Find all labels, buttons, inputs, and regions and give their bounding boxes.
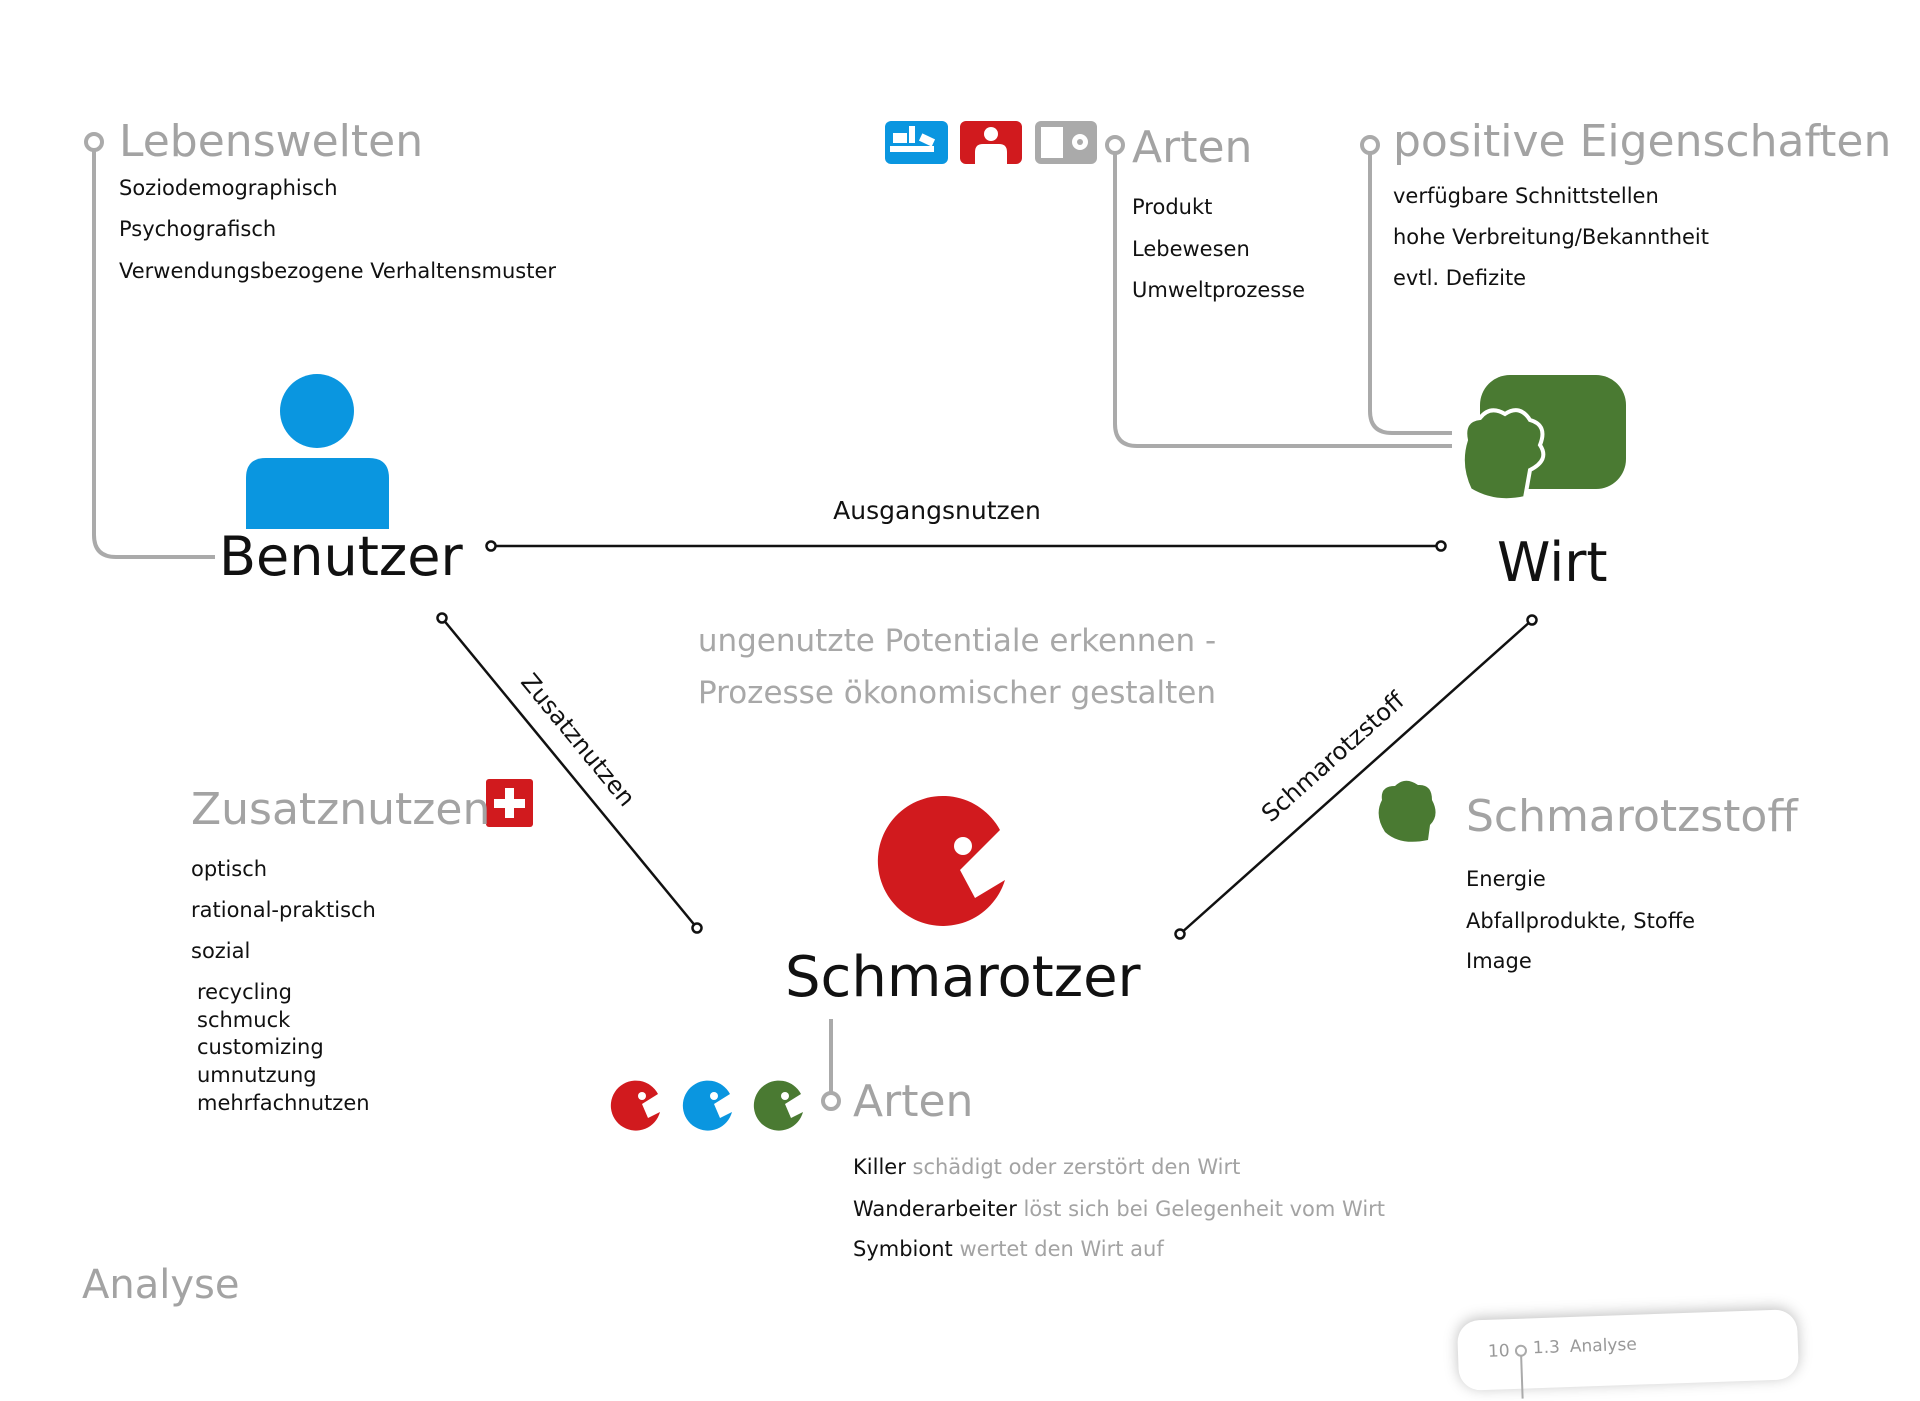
list-item: optisch bbox=[191, 857, 268, 881]
host-icon bbox=[1460, 375, 1626, 503]
list-item: schmuck bbox=[197, 1008, 291, 1032]
list-item: Umweltprozesse bbox=[1132, 278, 1306, 302]
parasite-killer-icon bbox=[610, 1080, 660, 1131]
list-item: recycling bbox=[197, 980, 292, 1004]
schmarotzstoff-line bbox=[1179, 619, 1533, 935]
list-item: rational-praktisch bbox=[191, 898, 376, 922]
schmarotzer-arten-heading: Arten bbox=[853, 1076, 974, 1127]
lebenswelten-heading: Lebenswelten bbox=[119, 116, 424, 167]
parasite-wanderarbeiter-icon bbox=[682, 1080, 732, 1131]
center-text-line1: ungenutzte Potentiale erkennen - bbox=[697, 623, 1217, 659]
lifeform-type-icon bbox=[960, 121, 1022, 164]
section-label: Analyse bbox=[82, 1262, 240, 1308]
list-item: Wanderarbeiter löst sich bei Gelegenheit… bbox=[853, 1196, 1385, 1222]
list-item: Verwendungsbezogene Verhaltensmuster bbox=[119, 259, 557, 283]
zusatznutzen-line bbox=[441, 617, 698, 929]
ausgangsnutzen-label: Ausgangsnutzen bbox=[833, 496, 1041, 525]
list-item: umnutzung bbox=[197, 1063, 317, 1087]
list-item: mehrfachnutzen bbox=[197, 1091, 370, 1115]
list-item: verfügbare Schnittstellen bbox=[1393, 184, 1659, 208]
positive-bullet bbox=[1360, 135, 1380, 155]
schmarotzer-arten-bullet bbox=[821, 1091, 841, 1111]
schmarotzer-label: Schmarotzer bbox=[785, 945, 1141, 1010]
wirt-arten-heading: Arten bbox=[1132, 122, 1253, 173]
list-item: Energie bbox=[1466, 867, 1546, 891]
connector-lines bbox=[84, 121, 1626, 1131]
type-desc: schädigt oder zerstört den Wirt bbox=[912, 1155, 1241, 1179]
list-item: Killer schädigt oder zerstört den Wirt bbox=[853, 1154, 1240, 1180]
wirt-arten-connector bbox=[1113, 153, 1452, 448]
list-item: Produkt bbox=[1132, 195, 1213, 219]
page-tab[interactable]: 10 1.3 Analyse bbox=[1456, 1309, 1800, 1399]
cross-icon bbox=[486, 779, 533, 827]
type-desc: löst sich bei Gelegenheit vom Wirt bbox=[1023, 1197, 1386, 1221]
list-item: hohe Verbreitung/Bekanntheit bbox=[1393, 225, 1710, 249]
positive-connector bbox=[1368, 153, 1452, 435]
center-text-line2: Prozesse ökonomischer gestalten bbox=[697, 675, 1217, 711]
list-item: Image bbox=[1466, 949, 1532, 973]
list-item: Soziodemographisch bbox=[119, 176, 338, 200]
wirt-label: Wirt bbox=[1497, 531, 1608, 594]
chapter-number: 1.3 bbox=[1532, 1337, 1561, 1359]
zusatznutzen-heading: Zusatznutzen bbox=[191, 784, 491, 835]
page-number: 10 bbox=[1487, 1341, 1510, 1362]
positive-heading: positive Eigenschaften bbox=[1393, 116, 1892, 167]
type-name: Wanderarbeiter bbox=[853, 1197, 1017, 1221]
list-item: customizing bbox=[197, 1035, 324, 1059]
lebenswelten-connector bbox=[92, 150, 215, 559]
list-item: Psychografisch bbox=[119, 217, 277, 241]
list-item: Abfallprodukte, Stoffe bbox=[1466, 909, 1696, 933]
list-item: evtl. Defizite bbox=[1393, 266, 1527, 290]
wirt-arten-bullet bbox=[1105, 135, 1125, 155]
lebenswelten-bullet bbox=[84, 132, 104, 152]
user-icon bbox=[246, 374, 389, 529]
type-name: Symbiont bbox=[853, 1237, 953, 1261]
schmarotzstoff-icon bbox=[1378, 780, 1436, 842]
parasite-symbiont-icon bbox=[753, 1080, 803, 1131]
type-name: Killer bbox=[853, 1155, 906, 1179]
environment-process-type-icon bbox=[1035, 121, 1097, 164]
list-item: Lebewesen bbox=[1132, 237, 1250, 261]
chapter-title: Analyse bbox=[1569, 1334, 1638, 1358]
list-item: sozial bbox=[191, 939, 251, 963]
product-type-icon bbox=[885, 121, 948, 164]
type-desc: wertet den Wirt auf bbox=[959, 1237, 1164, 1261]
benutzer-label: Benutzer bbox=[219, 525, 463, 588]
parasite-icon bbox=[877, 795, 1005, 926]
schmarotzstoff-heading: Schmarotzstoff bbox=[1466, 791, 1798, 842]
list-item: Symbiont wertet den Wirt auf bbox=[853, 1236, 1164, 1262]
